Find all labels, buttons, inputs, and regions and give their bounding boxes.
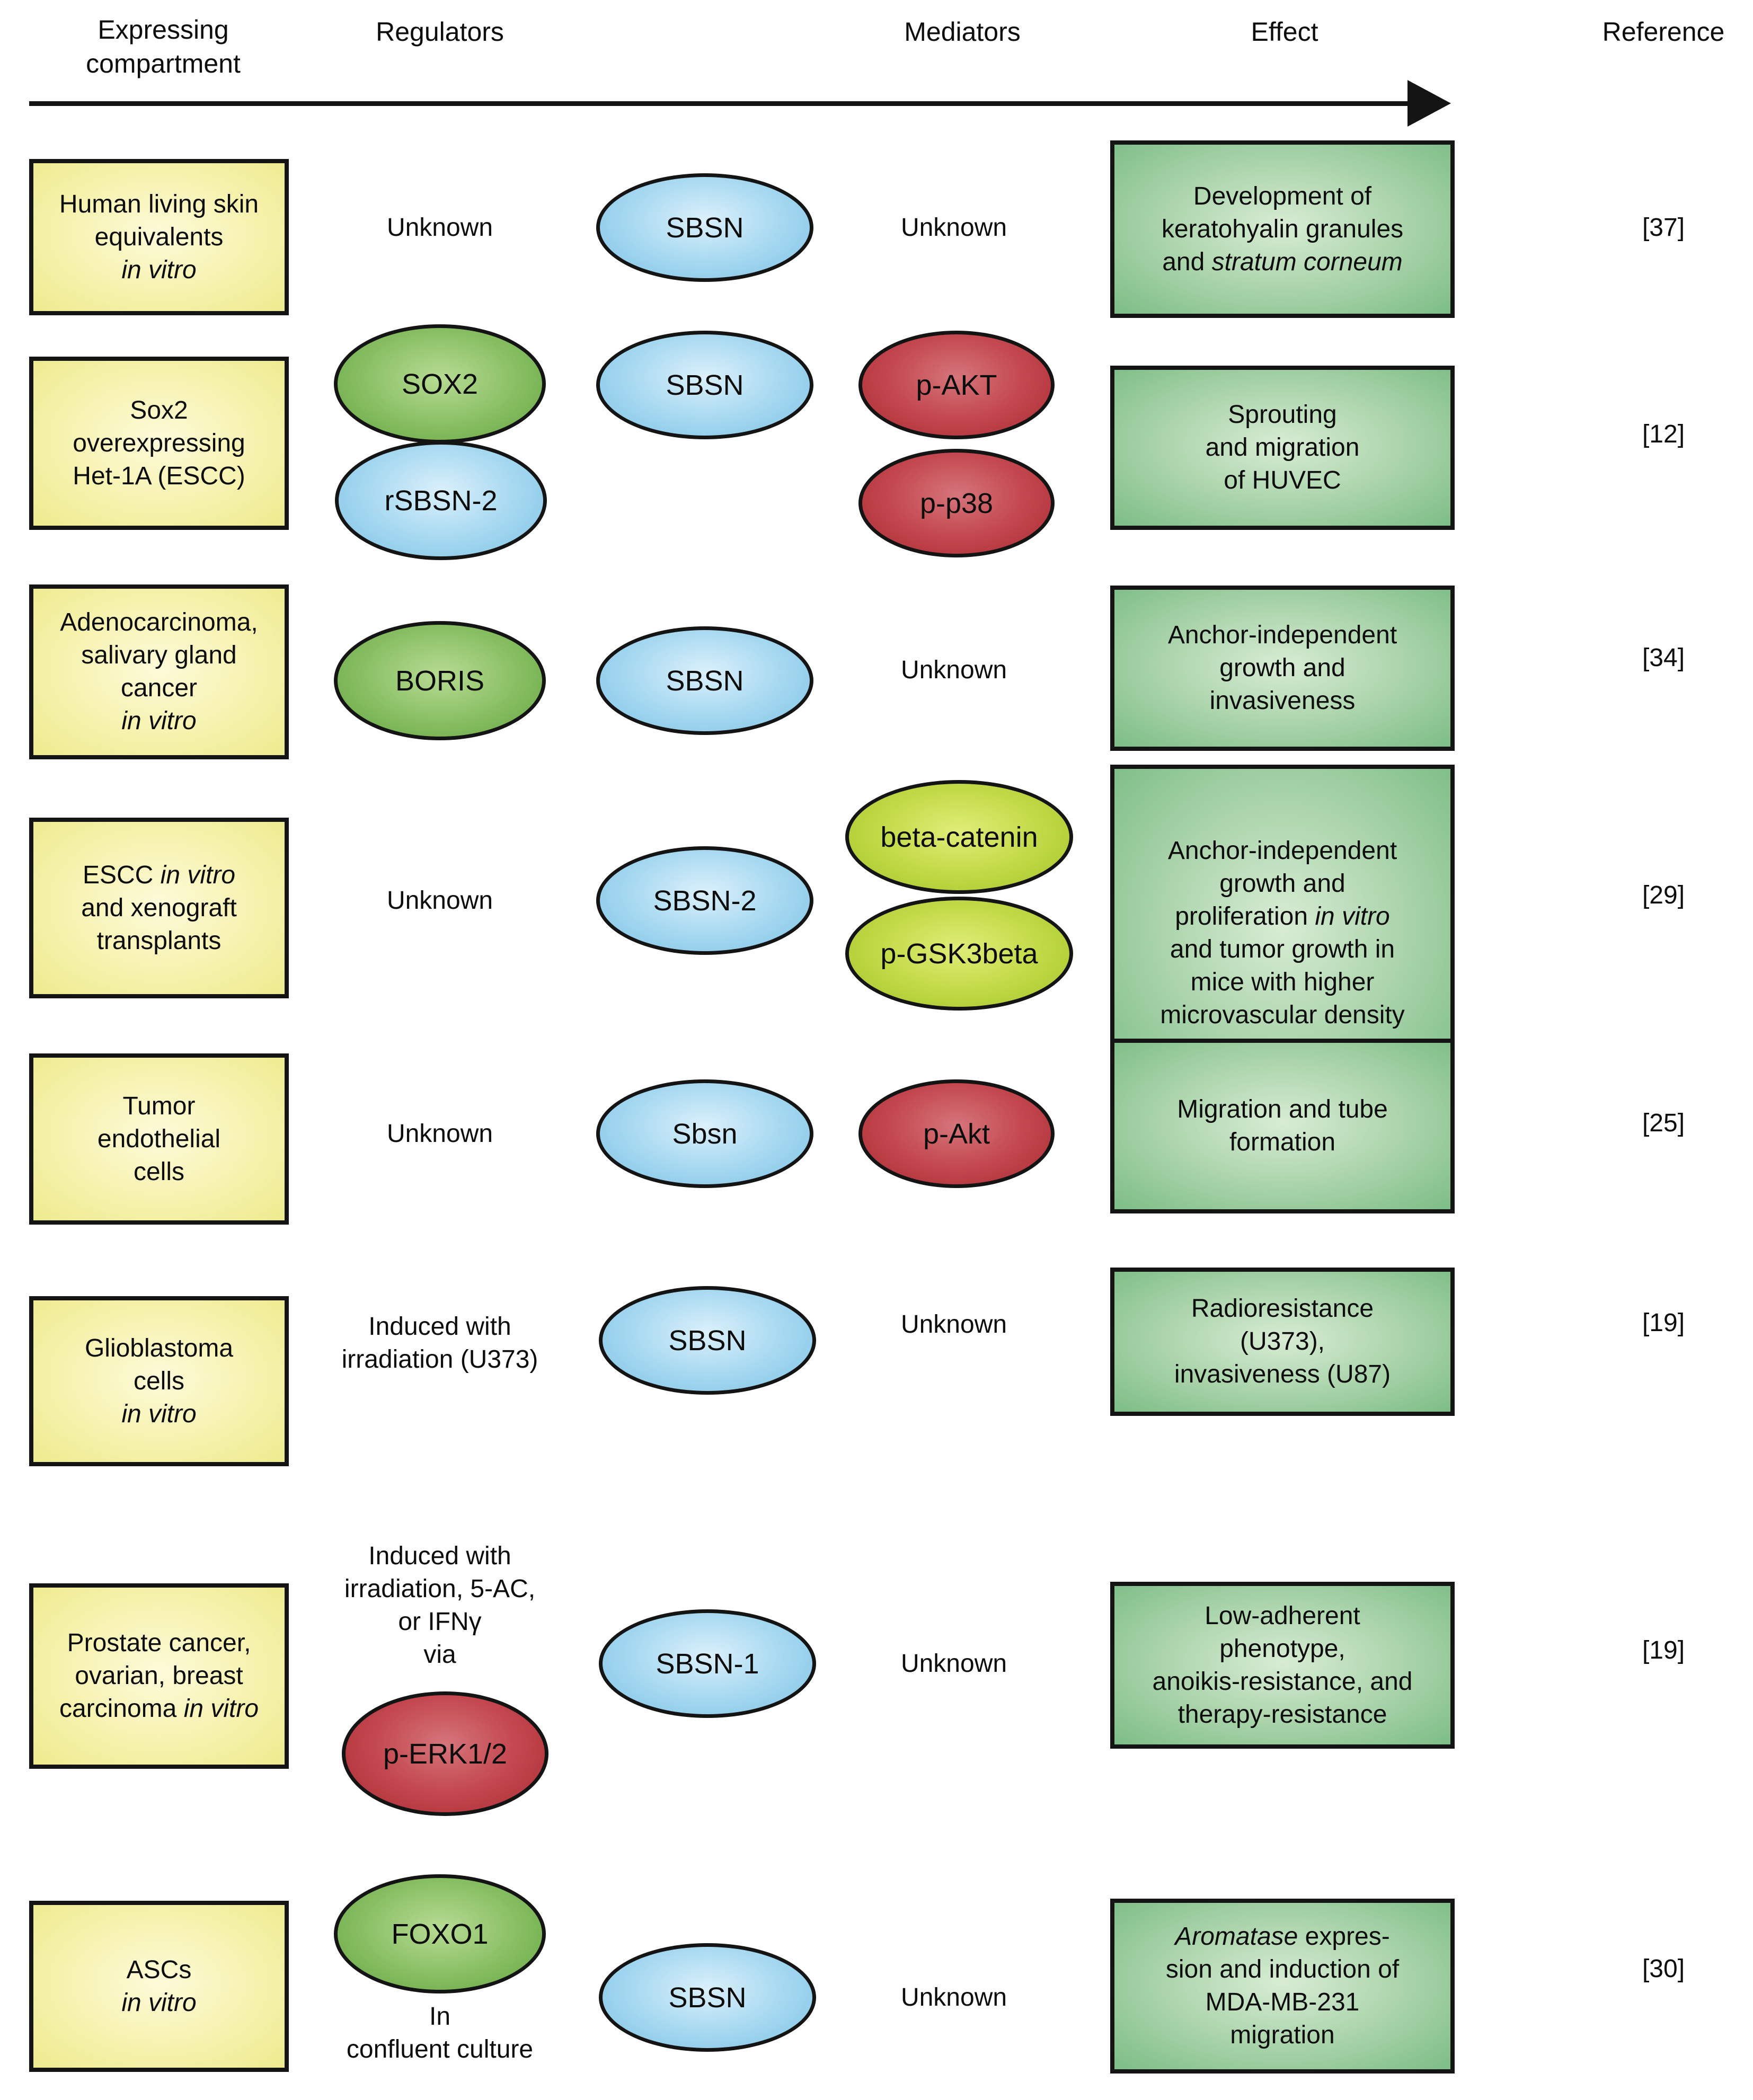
column-header-effect: Effect: [1251, 17, 1318, 47]
regulator-label: rSBSN-2: [384, 484, 498, 517]
mediator-ellipse: p-p38: [858, 449, 1055, 557]
regulator-label: BORIS: [395, 664, 485, 697]
flow-arrow-head-icon: [1407, 80, 1451, 127]
mediator-text: Unknown: [900, 1650, 1007, 1678]
regulator-text: Unknown: [386, 887, 493, 915]
reference-label: [29]: [1642, 881, 1685, 909]
mediator-ellipse: beta-catenin: [845, 780, 1073, 894]
protein-ellipse: SBSN: [596, 331, 813, 439]
protein-label: SBSN: [668, 1981, 747, 2014]
regulator-ellipse: BORIS: [334, 621, 546, 740]
regulator-ellipse: rSBSN-2: [335, 441, 547, 560]
protein-label: Sbsn: [672, 1118, 738, 1150]
flow-arrow-line: [29, 101, 1410, 106]
mediator-ellipse: p-AKT: [858, 331, 1055, 439]
protein-ellipse: SBSN: [599, 1286, 816, 1395]
regulator-label: SOX2: [401, 368, 479, 400]
protein-label: SBSN-1: [656, 1647, 759, 1680]
reference-label: [12]: [1642, 420, 1685, 448]
mediator-text: Unknown: [900, 1983, 1007, 2012]
column-header-reference: Reference: [1602, 17, 1725, 47]
mediator-text: Unknown: [900, 214, 1007, 242]
regulator-ellipse: p-ERK1/2: [342, 1691, 548, 1816]
protein-ellipse: SBSN-2: [596, 846, 813, 955]
protein-ellipse: SBSN: [596, 626, 813, 735]
mediator-ellipse: p-Akt: [858, 1079, 1055, 1188]
mediator-text: Unknown: [900, 1310, 1007, 1339]
reference-label: [34]: [1642, 644, 1685, 672]
mediator-label: beta-catenin: [880, 821, 1038, 853]
mediator-label: p-Akt: [923, 1118, 990, 1150]
reference-label: [25]: [1642, 1109, 1685, 1137]
protein-ellipse: SBSN: [596, 173, 813, 282]
effect-text: Radioresistance(U373),invasiveness (U87): [1174, 1295, 1391, 1388]
effect-box: Radioresistance(U373),invasiveness (U87): [1110, 1268, 1455, 1416]
mediator-label: p-AKT: [916, 369, 997, 401]
protein-label: SBSN: [666, 211, 744, 244]
reference-label: [30]: [1642, 1955, 1685, 1983]
protein-label: SBSN: [668, 1324, 747, 1357]
regulator-text: Unknown: [386, 214, 493, 242]
reference-label: [19]: [1642, 1636, 1685, 1664]
protein-ellipse: Sbsn: [596, 1079, 813, 1188]
protein-ellipse: SBSN-1: [599, 1609, 816, 1718]
regulator-ellipse: FOXO1: [334, 1874, 546, 1993]
regulator-ellipse: SOX2: [334, 324, 546, 444]
mediator-ellipse: p-GSK3beta: [845, 897, 1073, 1011]
mediator-label: p-p38: [919, 487, 994, 519]
protein-label: SBSN-2: [653, 884, 757, 917]
column-header-regulators: Regulators: [376, 17, 504, 47]
regulator-text: Unknown: [386, 1120, 493, 1148]
mediator-text: Unknown: [900, 656, 1007, 684]
column-header-mediators: Mediators: [904, 17, 1021, 47]
protein-label: SBSN: [666, 664, 744, 697]
reference-label: [19]: [1642, 1309, 1685, 1337]
reference-label: [37]: [1642, 214, 1685, 242]
regulator-label: FOXO1: [391, 1918, 489, 1950]
mediator-label: p-GSK3beta: [880, 937, 1038, 970]
regulator-label: p-ERK1/2: [383, 1738, 508, 1770]
protein-ellipse: SBSN: [599, 1943, 816, 2052]
protein-label: SBSN: [666, 369, 744, 401]
